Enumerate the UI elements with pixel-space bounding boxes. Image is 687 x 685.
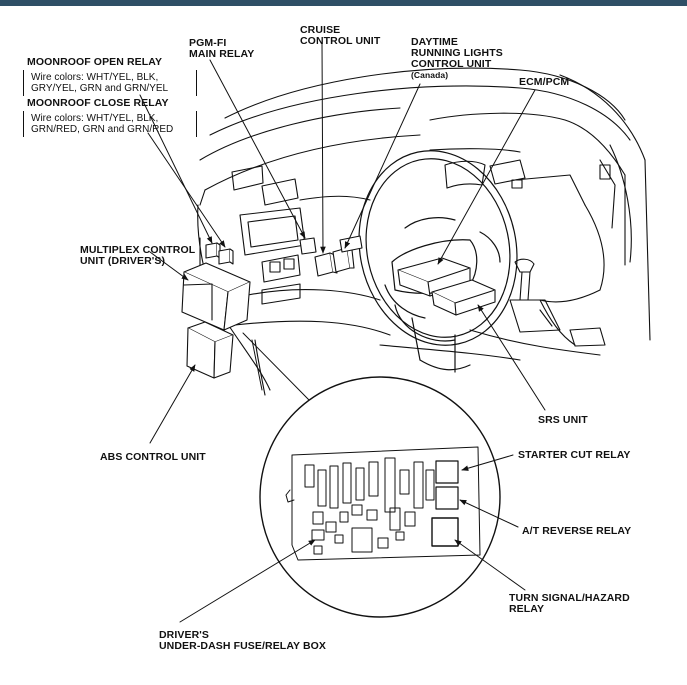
cruise-control-unit-label: CRUISE CONTROL UNIT <box>300 25 380 47</box>
multiplex-line-1: MULTIPLEX CONTROL <box>80 244 196 256</box>
abs-control-unit-label: ABS CONTROL UNIT <box>100 451 206 463</box>
daytime-running-lights-label: DAYTIME RUNNING LIGHTS CONTROL UNIT (Can… <box>411 37 503 81</box>
cruise-line-1: CRUISE <box>300 24 341 36</box>
multiplex-control-unit-label: MULTIPLEX CONTROL UNIT (DRIVER'S) <box>80 245 195 267</box>
magnifier-circle <box>242 332 501 618</box>
dashboard-outline <box>197 67 651 396</box>
under-dash-fuse-relay-box-label: DRIVER'S UNDER-DASH FUSE/RELAY BOX <box>159 630 326 652</box>
starter-cut-relay-label: STARTER CUT RELAY <box>518 449 631 461</box>
daytime-line-1: DAYTIME <box>411 36 458 48</box>
cruise-line-2: CONTROL UNIT <box>300 35 381 47</box>
daytime-line-3: CONTROL UNIT <box>411 58 492 70</box>
at-reverse-relay-label: A/T REVERSE RELAY <box>522 525 632 537</box>
daytime-canada-note: (Canada) <box>411 70 449 80</box>
moonroof-close-wire-line-2: GRN/RED, GRN and GRN/RED <box>31 124 174 135</box>
leader-lines <box>139 41 546 623</box>
turn-signal-hazard-relay-label: TURN SIGNAL/HAZARD RELAY <box>509 593 630 615</box>
moonroof-open-relay-label: MOONROOF OPEN RELAY <box>27 56 163 68</box>
turn-signal-line-1: TURN SIGNAL/HAZARD <box>509 592 630 604</box>
moonroof-open-wire-line-2: GRY/YEL, GRN and GRN/YEL <box>31 83 169 94</box>
srs-unit-label: SRS UNIT <box>538 414 588 426</box>
daytime-line-2: RUNNING LIGHTS <box>411 47 503 59</box>
ecm-pcm-label: ECM/PCM <box>519 76 570 88</box>
moonroof-open-wire-line-1: Wire colors: WHT/YEL, BLK, <box>31 72 159 83</box>
steering-wheel <box>358 150 518 373</box>
moonroof-close-wire-colors: Wire colors: WHT/YEL, BLK, GRN/RED, GRN … <box>31 113 173 135</box>
moonroof-open-wire-colors: Wire colors: WHT/YEL, BLK, GRY/YEL, GRN … <box>31 72 168 94</box>
moonroof-close-wire-bracket <box>23 111 197 137</box>
moonroof-close-relay-label: MOONROOF CLOSE RELAY <box>27 97 169 109</box>
header-bar <box>0 0 687 6</box>
fuse-box-line-2: UNDER-DASH FUSE/RELAY BOX <box>159 640 327 652</box>
dashboard-drawing <box>139 41 651 623</box>
fuse-relay-box <box>285 446 481 561</box>
fuse-box-line-1: DRIVER'S <box>159 629 209 641</box>
relay-components <box>181 235 496 379</box>
relay-location-diagram: MOONROOF OPEN RELAY Wire colors: WHT/YEL… <box>0 6 687 685</box>
turn-signal-line-2: RELAY <box>509 603 545 615</box>
pgm-fi-main-relay-label: PGM-FI MAIN RELAY <box>189 38 254 60</box>
moonroof-open-wire-bracket <box>23 70 197 96</box>
pgm-fi-line-1: PGM-FI <box>189 37 227 49</box>
pgm-fi-line-2: MAIN RELAY <box>189 48 255 60</box>
multiplex-line-2: UNIT (DRIVER'S) <box>80 255 166 267</box>
moonroof-close-wire-line-1: Wire colors: WHT/YEL, BLK, <box>31 113 159 124</box>
